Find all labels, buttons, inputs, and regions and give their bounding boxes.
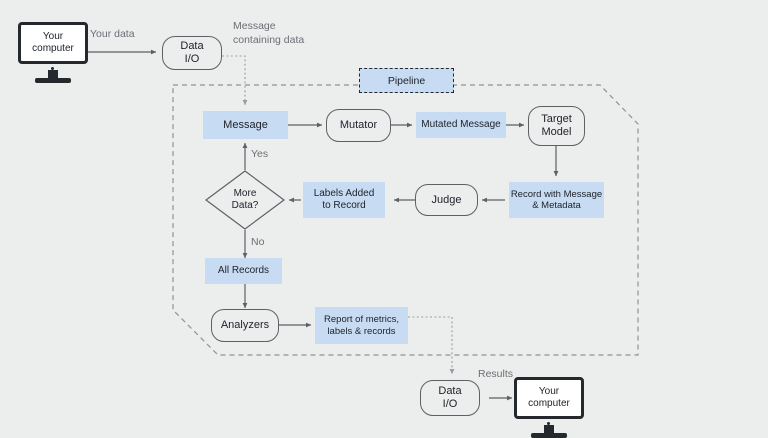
node-all-records[interactable]: All Records — [205, 258, 282, 284]
your-computer-bottom-label: Your computer — [514, 377, 584, 419]
your-computer-bottom-icon: Your computer — [514, 377, 584, 438]
node-data-io-top[interactable]: Data I/O — [162, 36, 222, 70]
node-more-data-label: More Data? — [205, 170, 285, 230]
node-labels-added-to-record[interactable]: Labels Added to Record — [303, 182, 385, 218]
line-2: computer — [528, 398, 570, 409]
line-1: Report of metrics, — [324, 314, 399, 325]
line-2: Data? — [231, 200, 259, 211]
line-2: Model — [541, 126, 572, 138]
pipeline-boundary — [172, 84, 639, 356]
line-2: to Record — [322, 200, 366, 211]
line-1: Data — [438, 385, 462, 397]
node-mutator[interactable]: Mutator — [326, 109, 391, 142]
line-1: Labels Added — [313, 188, 375, 199]
node-more-data-decision[interactable]: More Data? — [204, 170, 286, 230]
monitor-base — [35, 78, 71, 83]
node-target-model[interactable]: Target Model — [528, 106, 585, 146]
line-1: Data — [180, 40, 204, 52]
line-2: labels & records — [327, 325, 396, 337]
your-computer-top-label: Your computer — [18, 22, 88, 64]
line-2: containing data — [233, 34, 305, 46]
edge-label-message-containing-data: Message containing data — [233, 19, 304, 47]
edge-label-no: No — [251, 236, 265, 248]
edge-dataio-to-message — [222, 55, 248, 106]
edge-label-results: Results — [478, 368, 514, 380]
edge-label-your-data: Your data — [90, 28, 135, 40]
node-message[interactable]: Message — [203, 111, 288, 139]
your-computer-top-icon: Your computer — [18, 22, 88, 83]
line-1: Your — [42, 31, 64, 42]
node-mutated-message[interactable]: Mutated Message — [416, 112, 506, 138]
edge-report-to-dataio-bottom — [408, 316, 455, 375]
line-1: Record with Message — [510, 188, 603, 200]
node-report[interactable]: Report of metrics, labels & records — [315, 307, 408, 344]
monitor-dot — [547, 421, 550, 425]
line-1: Your — [538, 386, 560, 397]
pipeline-label: Pipeline — [359, 68, 454, 93]
line-2: I/O — [442, 398, 458, 410]
line-2: computer — [32, 43, 74, 54]
diamond-shape — [204, 170, 286, 230]
line-1: Message — [233, 20, 276, 32]
line-1: More — [233, 188, 257, 199]
monitor-base — [531, 433, 567, 438]
line-2: I/O — [184, 53, 200, 65]
node-data-io-bottom[interactable]: Data I/O — [420, 380, 480, 416]
monitor-dot — [51, 66, 54, 70]
edge-label-yes: Yes — [251, 148, 269, 160]
node-record-with-message-metadata[interactable]: Record with Message & Metadata — [509, 182, 604, 218]
line-2: & Metadata — [532, 200, 581, 211]
node-analyzers[interactable]: Analyzers — [211, 309, 279, 342]
monitor-neck — [544, 425, 554, 433]
monitor-neck — [48, 70, 58, 78]
line-1: Target — [541, 113, 572, 125]
node-judge[interactable]: Judge — [415, 184, 478, 216]
